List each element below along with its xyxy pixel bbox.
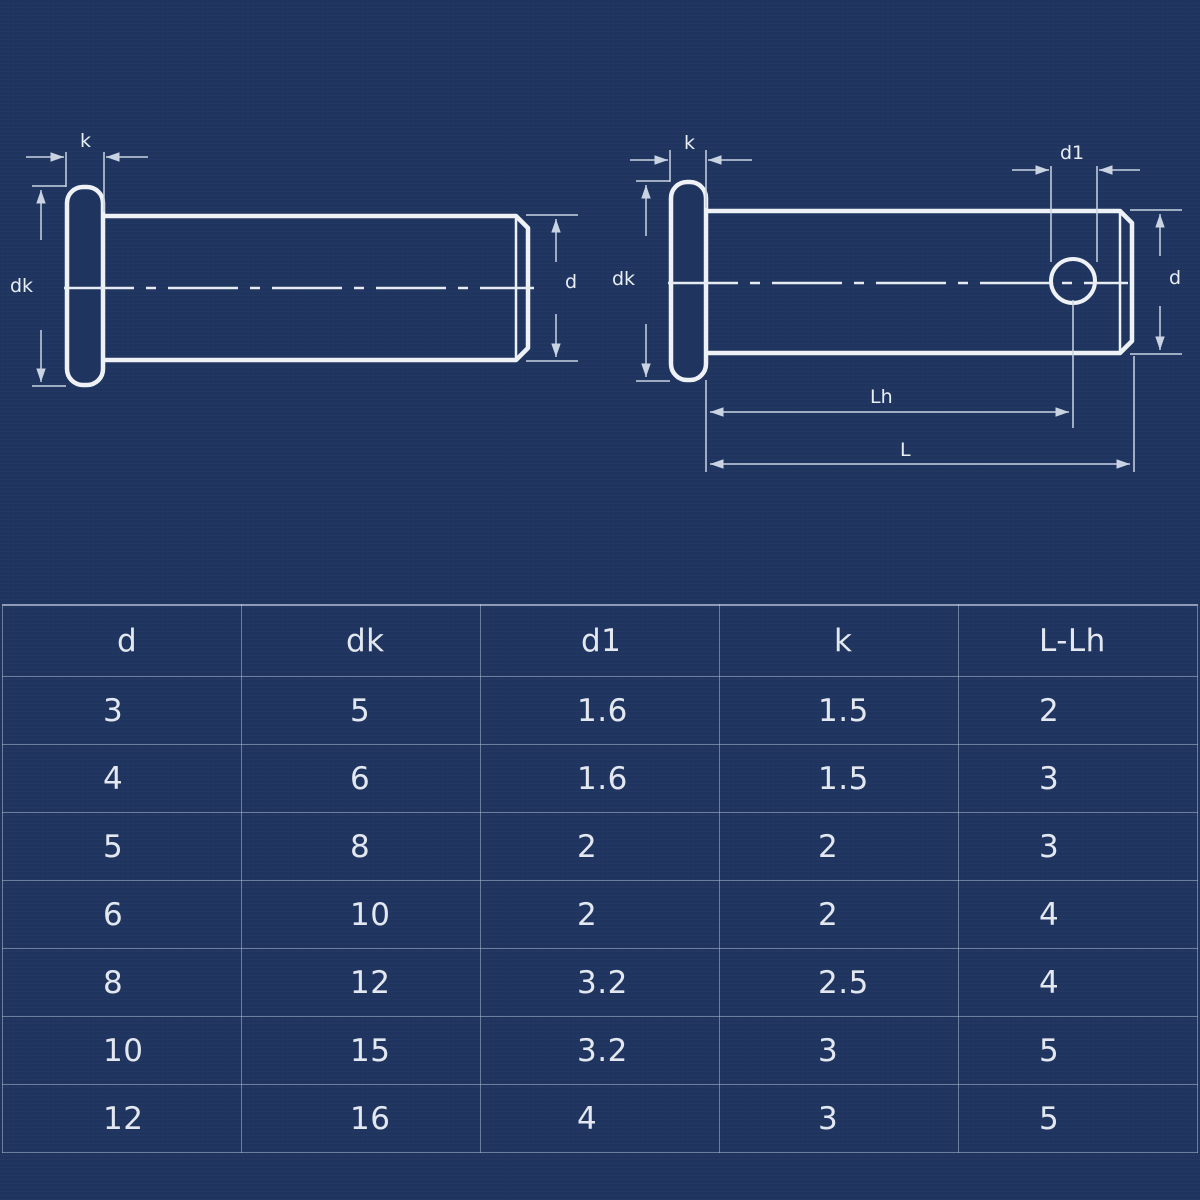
cell-l-lh: 4 (958, 948, 1198, 1017)
table-row: 3 5 1.6 1.5 2 (2, 676, 1198, 745)
cell-k: 1.5 (719, 676, 959, 745)
cell-l-lh: 3 (958, 812, 1198, 881)
right-lh-label: Lh (870, 386, 893, 408)
cell-d: 10 (2, 1016, 242, 1085)
cell-d: 4 (2, 744, 242, 813)
cell-d1: 1.6 (480, 744, 720, 813)
right-d1-label: d1 (1060, 142, 1084, 164)
table-row: 5 8 2 2 3 (2, 812, 1198, 881)
cell-d1: 1.6 (480, 676, 720, 745)
cell-dk: 16 (241, 1084, 481, 1153)
right-dk-label: dk (612, 268, 635, 290)
table-row: 6 10 2 2 4 (2, 880, 1198, 949)
technical-drawing: k dk d k d1 (10, 130, 1182, 472)
table-row: 10 15 3.2 3 5 (2, 1016, 1198, 1085)
header-k: k (719, 604, 959, 677)
cell-k: 3 (719, 1016, 959, 1085)
left-pin-head (64, 184, 106, 388)
right-clevis-pin-with-hole: k d1 dk d Lh L (612, 132, 1182, 472)
cell-d1: 3.2 (480, 1016, 720, 1085)
cell-d: 5 (2, 812, 242, 881)
cell-k: 2 (719, 880, 959, 949)
cell-l-lh: 5 (958, 1016, 1198, 1085)
header-d: d (2, 604, 242, 677)
left-dk-label: dk (10, 275, 33, 297)
cell-dk: 12 (241, 948, 481, 1017)
table-header-row: d dk d1 k L-Lh (2, 604, 1198, 677)
cell-dk: 8 (241, 812, 481, 881)
cell-dk: 10 (241, 880, 481, 949)
header-d1: d1 (480, 604, 720, 677)
cell-l-lh: 5 (958, 1084, 1198, 1153)
cell-l-lh: 4 (958, 880, 1198, 949)
left-clevis-pin: k dk d (10, 130, 578, 388)
left-k-label: k (80, 130, 91, 152)
cell-d1: 2 (480, 880, 720, 949)
right-k-label: k (684, 132, 695, 154)
cell-d1: 3.2 (480, 948, 720, 1017)
cell-d: 12 (2, 1084, 242, 1153)
left-d-label: d (565, 271, 577, 293)
table-row: 12 16 4 3 5 (2, 1084, 1198, 1153)
cell-d1: 4 (480, 1084, 720, 1153)
right-pin-head (668, 179, 709, 383)
cell-l-lh: 3 (958, 744, 1198, 813)
cell-l-lh: 2 (958, 676, 1198, 745)
right-pin-cross-hole (1049, 257, 1097, 305)
table-row: 4 6 1.6 1.5 3 (2, 744, 1198, 813)
cell-dk: 6 (241, 744, 481, 813)
cell-d: 3 (2, 676, 242, 745)
cell-k: 1.5 (719, 744, 959, 813)
dimension-spec-table: d dk d1 k L-Lh 3 5 1.6 1.5 2 4 6 1.6 1.5… (2, 604, 1198, 1153)
cell-dk: 15 (241, 1016, 481, 1085)
cell-d1: 2 (480, 812, 720, 881)
header-l-lh: L-Lh (958, 604, 1198, 677)
cell-dk: 5 (241, 676, 481, 745)
table-row: 8 12 3.2 2.5 4 (2, 948, 1198, 1017)
right-l-label: L (900, 439, 911, 461)
cell-k: 2.5 (719, 948, 959, 1017)
right-d-label: d (1169, 267, 1181, 289)
cell-d: 8 (2, 948, 242, 1017)
cell-d: 6 (2, 880, 242, 949)
cell-k: 3 (719, 1084, 959, 1153)
cell-k: 2 (719, 812, 959, 881)
header-dk: dk (241, 604, 481, 677)
